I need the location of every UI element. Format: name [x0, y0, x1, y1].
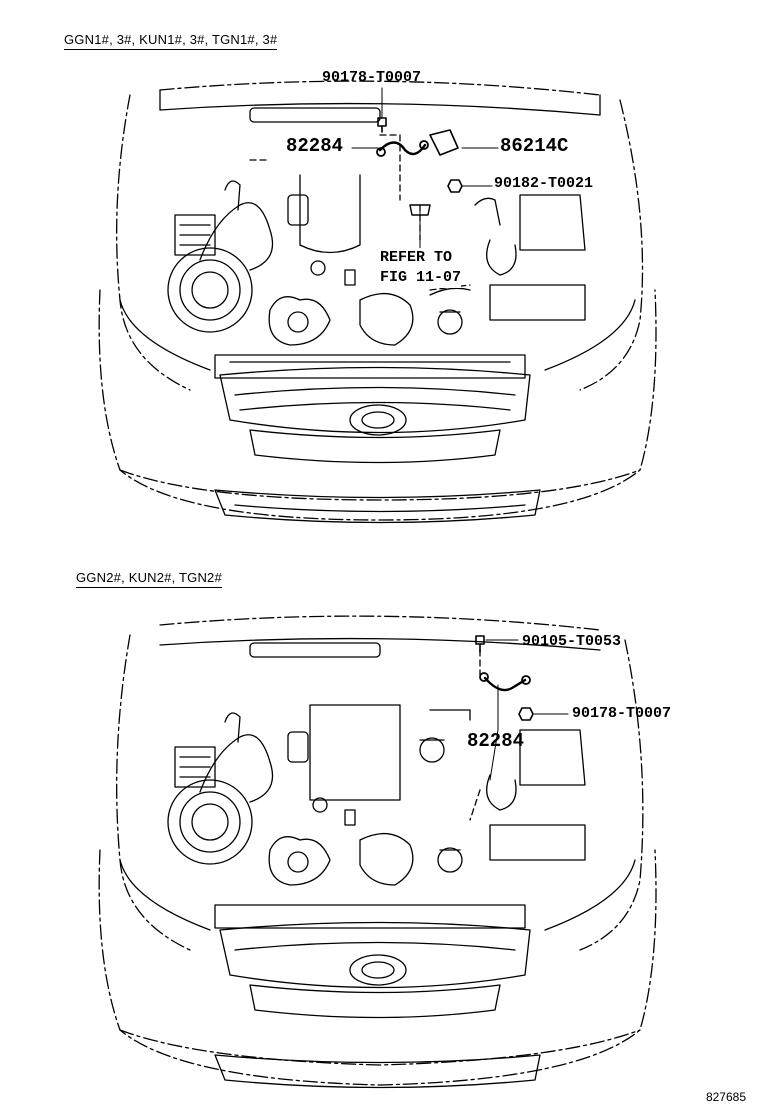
diagram-panel-top: GGN1#, 3#, KUN1#, 3#, TGN1#, 3# 90178-T0… — [0, 0, 760, 560]
part-number-bracket: 86214C — [500, 135, 569, 157]
model-label-bottom: GGN2#, KUN2#, TGN2# — [76, 570, 222, 588]
ground-cable-top — [380, 143, 425, 155]
hood-outline — [160, 81, 600, 95]
air-cleaner — [168, 248, 252, 332]
front-bumper — [215, 490, 540, 523]
part-number-nut-top: 90182-T0021 — [494, 175, 594, 192]
nut-mark-bottom — [519, 708, 533, 720]
figure-id: 827685 — [705, 1090, 746, 1104]
model-label-top: GGN1#, 3#, KUN1#, 3#, TGN1#, 3# — [64, 32, 278, 50]
part-number-bolt-top: 90178-T0007 — [322, 69, 422, 86]
part-number-nut-bottom: 90178-T0007 — [572, 705, 672, 722]
refer-note-line2: FIG 11-07 — [380, 269, 462, 286]
diagram-panel-bottom: GGN2#, KUN2#, TGN2# 90105-T0053 90178-T0… — [0, 560, 760, 1112]
nut-mark — [448, 180, 462, 192]
bracket-mark — [430, 130, 458, 155]
part-number-bolt-bottom: 90105-T0053 — [522, 633, 622, 650]
ground-cable-bottom — [485, 678, 525, 690]
part-number-cable-bottom: 82284 — [467, 730, 525, 752]
bolt-mark-top — [378, 118, 386, 126]
refer-note: REFER TO FIG 11-07 — [380, 248, 462, 288]
part-number-cable-top: 82284 — [286, 135, 344, 157]
engine-bay-drawing-bottom — [0, 560, 760, 1112]
refer-note-line1: REFER TO — [380, 249, 453, 266]
engine-bay-drawing-top — [0, 0, 760, 560]
grille — [220, 368, 530, 433]
bolt-mark-bottom — [476, 636, 484, 644]
